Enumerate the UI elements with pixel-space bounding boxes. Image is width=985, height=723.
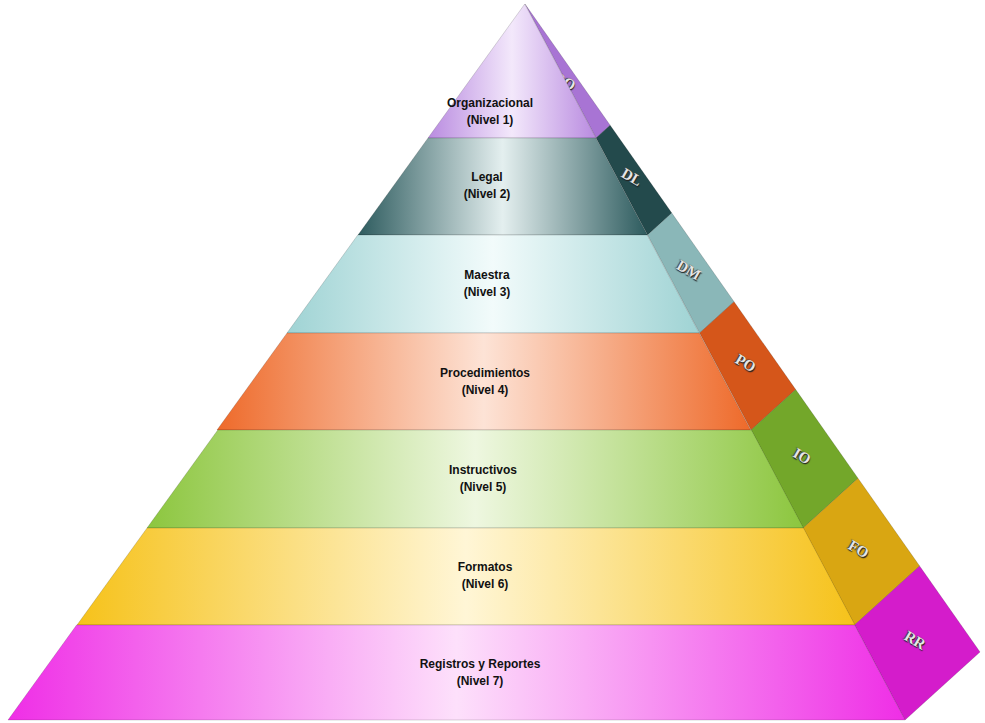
level-number: (Nivel 2) <box>464 186 511 203</box>
pyramid-band: Registros y Reportes(Nivel 7) <box>8 625 905 720</box>
band-shape <box>217 333 751 430</box>
level-number: (Nivel 3) <box>464 284 511 301</box>
band-label: Registros y Reportes(Nivel 7) <box>420 656 541 690</box>
level-number: (Nivel 7) <box>420 673 541 690</box>
band-label: Procedimientos(Nivel 4) <box>440 365 530 399</box>
band-face <box>8 625 905 720</box>
pyramid-band: Formatos(Nivel 6) <box>77 528 855 625</box>
pyramid-band: Legal(Nivel 2) <box>358 138 647 235</box>
band-face <box>358 138 647 235</box>
band-face <box>287 235 699 333</box>
band-label: Legal(Nivel 2) <box>464 169 511 203</box>
level-name: Registros y Reportes <box>420 656 541 673</box>
band-label: Instructivos(Nivel 5) <box>449 462 517 496</box>
level-name: Instructivos <box>449 462 517 479</box>
band-label: Maestra(Nivel 3) <box>464 267 511 301</box>
band-shape <box>77 528 855 625</box>
band-shape <box>147 430 803 528</box>
level-name: Maestra <box>464 267 511 284</box>
band-face <box>217 333 751 430</box>
band-face <box>428 4 596 138</box>
level-number: (Nivel 1) <box>447 112 533 129</box>
band-shape <box>287 235 699 333</box>
band-face <box>77 528 855 625</box>
band-shape <box>8 625 905 720</box>
band-label: Organizacional(Nivel 1) <box>447 95 533 129</box>
band-shape <box>358 138 647 235</box>
pyramid-band: Procedimientos(Nivel 4) <box>217 333 751 430</box>
level-number: (Nivel 5) <box>449 479 517 496</box>
level-number: (Nivel 4) <box>440 382 530 399</box>
level-name: Procedimientos <box>440 365 530 382</box>
level-name: Legal <box>464 169 511 186</box>
pyramid-band: Maestra(Nivel 3) <box>287 235 699 333</box>
pyramid-band: Organizacional(Nivel 1) <box>428 4 596 138</box>
level-name: Organizacional <box>447 95 533 112</box>
pyramid-band: Instructivos(Nivel 5) <box>147 430 803 528</box>
level-name: Formatos <box>458 559 513 576</box>
band-face <box>147 430 803 528</box>
band-label: Formatos(Nivel 6) <box>458 559 513 593</box>
level-number: (Nivel 6) <box>458 576 513 593</box>
